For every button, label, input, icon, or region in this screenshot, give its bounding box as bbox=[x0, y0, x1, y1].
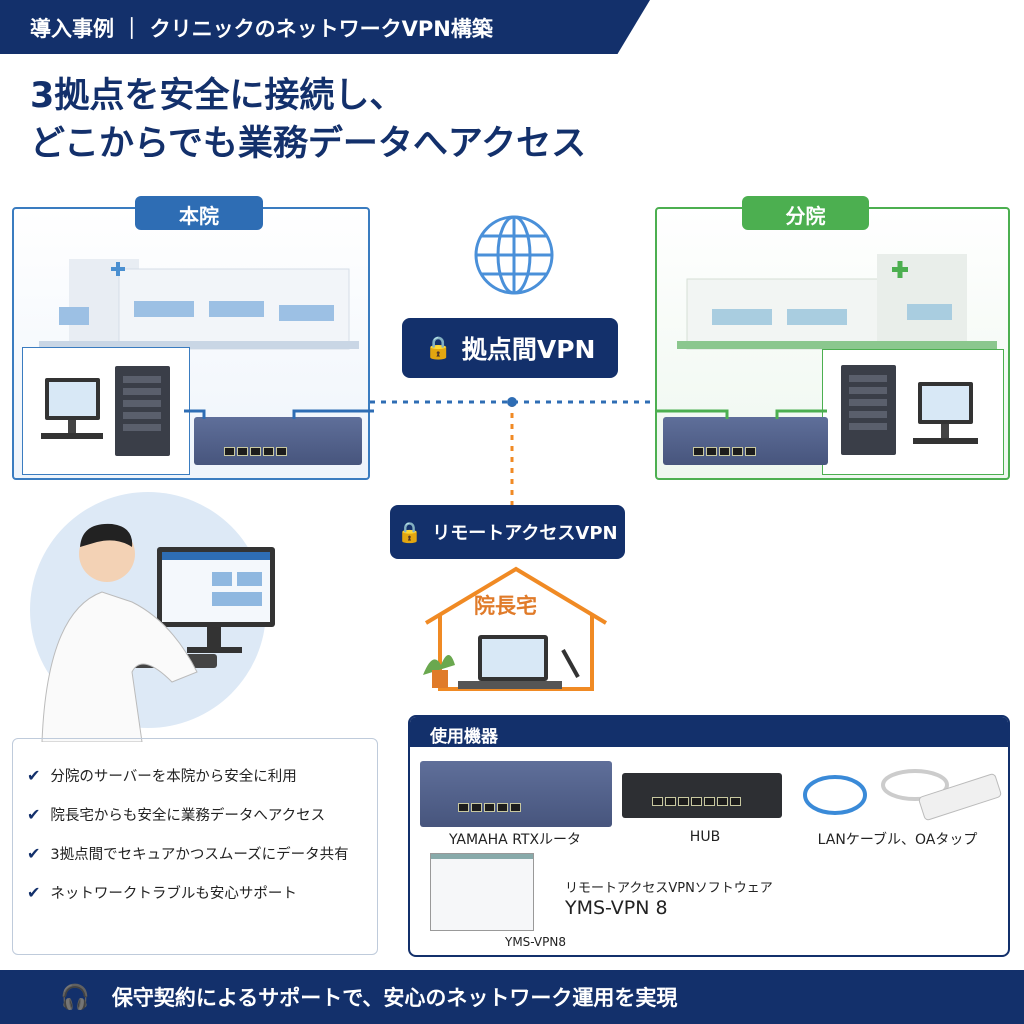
benefit-item: ✔ ネットワークトラブルも安心サポート bbox=[27, 882, 377, 903]
lan-connection bbox=[657, 409, 827, 419]
desktop-and-server-icon bbox=[41, 366, 170, 456]
benefit-item: ✔ 分院のサーバーを本院から安全に利用 bbox=[27, 765, 377, 786]
lan-cable-and-power-strip-image bbox=[803, 769, 1002, 821]
benefit-item: ✔ 院長宅からも安全に業務データへアクセス bbox=[27, 804, 377, 825]
site-to-site-vpn-badge: 🔒 拠点間VPN bbox=[402, 318, 618, 378]
doctor-at-computer-illustration bbox=[30, 492, 275, 742]
house-icon bbox=[423, 566, 608, 691]
software-description: リモートアクセスVPNソフトウェア bbox=[565, 881, 773, 896]
lan-connection bbox=[184, 409, 374, 419]
hub-label: HUB bbox=[689, 829, 721, 845]
home-label: 院長宅 bbox=[474, 594, 537, 618]
footer-text: 保守契約によるサポートで、安心のネットワーク運用を実現 bbox=[111, 986, 678, 1010]
cable-label: LANケーブル、OAタップ bbox=[817, 832, 978, 848]
benefit-text: 院長宅からも安全に業務データへアクセス bbox=[50, 808, 326, 824]
yamaha-router-branch bbox=[663, 417, 828, 465]
checkmark-icon: ✔ bbox=[27, 844, 41, 863]
router-label: YAMAHA RTXルータ bbox=[448, 832, 582, 848]
equipment-panel: 使用機器 YAMAHA RTXルータ HUB LANケーブル、OAタップ リモー… bbox=[408, 715, 1010, 957]
globe-icon bbox=[474, 215, 554, 295]
server-group bbox=[822, 349, 1004, 475]
headline: 3拠点を安全に接続し、 どこからでも業務データへアクセス bbox=[30, 72, 586, 168]
remote-access-vpn-label: リモートアクセスVPN bbox=[432, 523, 618, 544]
yamaha-router-main bbox=[194, 417, 362, 465]
benefit-text: 3拠点間でセキュアかつスムーズにデータ共有 bbox=[50, 847, 349, 863]
hospital-building-icon bbox=[39, 259, 359, 350]
benefit-item: ✔ 3拠点間でセキュアかつスムーズにデータ共有 bbox=[27, 843, 377, 864]
rtx-router-image bbox=[420, 761, 612, 827]
header-banner: 導入事例 ｜ クリニックのネットワークVPN構築 bbox=[0, 0, 650, 54]
hub-image bbox=[622, 773, 782, 818]
main-clinic-label: 本院 bbox=[135, 196, 263, 230]
headset-icon: 🎧 bbox=[60, 983, 90, 1011]
server-group bbox=[22, 347, 190, 475]
software-caption: YMS-VPN8 bbox=[505, 935, 566, 949]
software-name: YMS-VPN 8 bbox=[565, 897, 668, 919]
branch-clinic-label: 分院 bbox=[742, 196, 869, 230]
headline-line2: どこからでも業務データへアクセス bbox=[30, 124, 587, 164]
equipment-title: 使用機器 bbox=[410, 717, 1008, 747]
checkmark-icon: ✔ bbox=[27, 805, 41, 824]
branch-clinic-panel bbox=[655, 207, 1010, 480]
site-to-site-vpn-label: 拠点間VPN bbox=[461, 335, 596, 364]
header-title: 導入事例 ｜ クリニックのネットワークVPN構築 bbox=[30, 17, 493, 41]
benefits-list: ✔分院のサーバーを本院から安全に利用 ✔院長宅からも安全に業務データへアクセス … bbox=[12, 738, 378, 955]
checkmark-icon: ✔ bbox=[27, 766, 41, 785]
footer-banner: 🎧 保守契約によるサポートで、安心のネットワーク運用を実現 bbox=[0, 970, 1024, 1024]
checkmark-icon: ✔ bbox=[27, 883, 41, 902]
benefit-text: 分院のサーバーを本院から安全に利用 bbox=[50, 769, 297, 785]
benefit-text: ネットワークトラブルも安心サポート bbox=[50, 886, 297, 902]
server-and-desktop-icon bbox=[841, 365, 978, 455]
hospital-building-icon bbox=[677, 254, 997, 350]
headline-line1: 3拠点を安全に接続し、 bbox=[30, 76, 405, 116]
remote-access-vpn-badge: 🔒 リモートアクセスVPN bbox=[390, 505, 625, 559]
lock-icon: 🔒 bbox=[397, 520, 423, 544]
main-clinic-panel bbox=[12, 207, 374, 480]
software-screenshot bbox=[430, 853, 534, 931]
lock-icon: 🔒 bbox=[424, 335, 452, 361]
